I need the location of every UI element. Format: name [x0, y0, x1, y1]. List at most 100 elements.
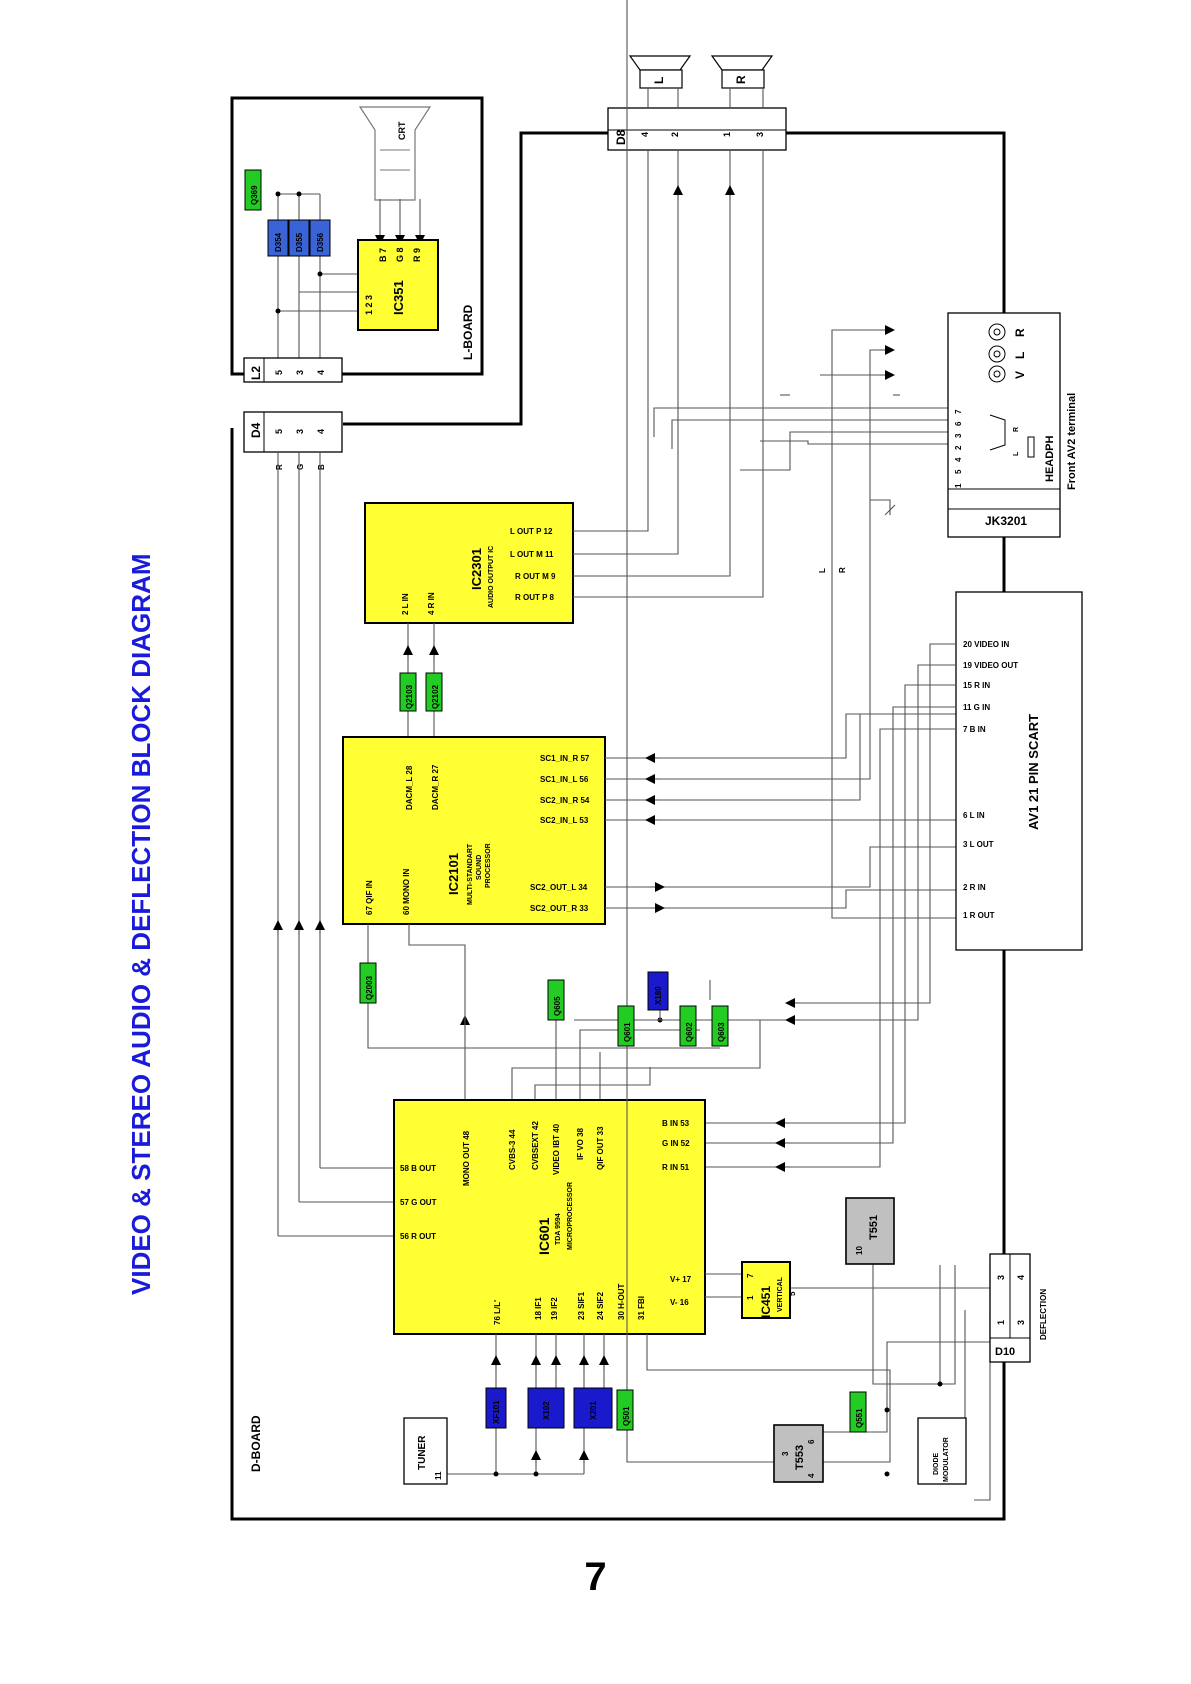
filter-x180: X180: [647, 971, 669, 1011]
scart-pin-19: 19 VIDEO OUT: [963, 661, 1018, 670]
tuner: TUNER 11: [403, 1417, 448, 1485]
ic601-pin-if1: 18 IF1: [534, 1297, 543, 1320]
wire-label-l: L: [818, 568, 827, 573]
jack-l-label: L: [1013, 352, 1027, 359]
ic451-name: IC451: [759, 1286, 773, 1318]
wire-label-r: R: [838, 567, 847, 573]
ic601: IC601 TDA 9594 MICROPROCESSOR 58 B OUT 5…: [393, 1099, 706, 1335]
x201-label: X201: [589, 1401, 598, 1420]
scart-pin-7: 7 B IN: [963, 725, 986, 734]
ic601-pin-vminus: V- 16: [670, 1298, 689, 1307]
diode-d354: D354: [267, 219, 289, 257]
scart-name: AV1 21 PIN SCART: [1026, 714, 1041, 830]
d8-pin-1: 1: [722, 132, 732, 137]
l2-pin-4: 4: [316, 370, 326, 375]
ic601-pin-h-out: 30 H-OUT: [617, 1283, 626, 1320]
d8-pin-4: 4: [640, 132, 650, 137]
ic601-subtitle-1: MICROPROCESSOR: [567, 1182, 574, 1250]
ic2101-pin-dacm-l: DACM_L 28: [405, 765, 414, 810]
tuner-name: TUNER: [417, 1435, 428, 1470]
bottom-wiring: [447, 0, 991, 1501]
diode-modulator-line-1: MODULATOR: [943, 1437, 950, 1482]
ic351-pin-r: R 9: [412, 248, 422, 262]
ic2101-pin-sc1-in-l: SC1_IN_L 56: [540, 775, 589, 784]
connector-d8: D8 4 2 1 3: [607, 107, 787, 151]
jk-pin-3: 3: [954, 433, 963, 438]
q602-label: Q602: [685, 1022, 694, 1042]
crt-label: CRT: [397, 121, 407, 140]
jack-v-label: V: [1013, 371, 1027, 379]
transistor-q369: Q369: [244, 169, 262, 211]
d10-pin-3a: 3: [1016, 1320, 1026, 1325]
l2-name: L2: [249, 366, 263, 380]
ic601-pin-qif-out: QIF OUT 33: [596, 1126, 605, 1170]
scart-pin-2: 2 R IN: [963, 883, 986, 892]
ic601-pin-sif2: 24 SIF2: [596, 1291, 605, 1320]
d354-label: D354: [274, 232, 283, 252]
ic351-pin-b: B 7: [378, 248, 388, 262]
ic351: IC351 1 2 3 B 7 G 8 R 9: [357, 239, 439, 331]
ic2101-pin-dacm-r: DACM_R 27: [431, 764, 440, 810]
ic351-name: IC351: [391, 280, 406, 315]
ic601-name: IC601: [536, 1217, 552, 1255]
ic2301: IC2301 AUDIO OUTPUT IC 2 L IN 4 R IN L O…: [364, 502, 574, 624]
d10-pin-1: 1: [996, 1320, 1006, 1325]
t553-pin-3: 3: [781, 1451, 790, 1456]
jk-pin-5: 5: [954, 469, 963, 474]
d-board-label: D-BOARD: [249, 1415, 263, 1472]
ic2101-subtitle-0: MULTI-STANDART: [467, 843, 474, 905]
d10-label: DEFLECTION: [1039, 1289, 1048, 1340]
d4-pin-5: 5: [274, 429, 284, 434]
ic601-pin-g-in: G IN 52: [662, 1139, 690, 1148]
filter-x102: X102: [527, 1387, 565, 1429]
filter-x201: X201: [573, 1387, 613, 1429]
jk-pin-1: 1: [954, 483, 963, 488]
ic601-pin-vplus: V+ 17: [670, 1275, 692, 1284]
diode-d355: D355: [288, 219, 310, 257]
scart-pin-3: 3 L OUT: [963, 840, 994, 849]
d355-label: D355: [295, 232, 304, 252]
diode-modulator: DIODE MODULATOR: [917, 1417, 967, 1485]
d8-name: D8: [614, 129, 628, 145]
ic2101-subtitle-2: PROCESSOR: [485, 843, 492, 888]
ic2301-in-l: 2 L IN: [401, 593, 410, 615]
l2-pin-5: 5: [274, 370, 284, 375]
scart-pin-6: 6 L IN: [963, 811, 985, 820]
d4-pin-4: 4: [316, 429, 326, 434]
t551: T551 10: [845, 1197, 895, 1265]
ic2301-in-r: 4 R IN: [427, 592, 436, 615]
scart-pin-11: 11 G IN: [963, 703, 990, 712]
ic601-pin-b-out: 58 B OUT: [400, 1164, 436, 1173]
l2-pin-3: 3: [295, 370, 305, 375]
ic451-pin-7: 7: [746, 1273, 755, 1278]
transistor-q2003: Q2003: [359, 962, 377, 1004]
t553-name: T553: [794, 1445, 806, 1470]
ic351-left-pins: 1 2 3: [364, 295, 374, 315]
ic601-pin-fbi: 31 FBI: [637, 1296, 646, 1320]
ic2301-out-2: R OUT M 9: [515, 572, 556, 581]
ic451: IC451 VERTICAL 1 7 5: [741, 1261, 797, 1319]
headph-l: L: [1013, 451, 1020, 456]
ic2101-pin-sc2-in-l: SC2_IN_L 53: [540, 816, 589, 825]
ic2101-pin-qif: 67 QIF IN: [365, 880, 374, 915]
t551-pin: 10: [855, 1246, 864, 1255]
speaker-left-label: L: [652, 77, 666, 84]
jk3201-headph: HEADPH: [1044, 435, 1056, 482]
jk-pin-7: 7: [954, 409, 963, 414]
q2102-label: Q2102: [431, 684, 440, 709]
q603-label: Q603: [717, 1022, 726, 1042]
ic2101-name: IC2101: [446, 853, 461, 895]
crt: CRT: [358, 106, 432, 201]
t553: T553 3 4 6: [773, 1424, 824, 1483]
q605-label: Q605: [553, 996, 562, 1016]
ic601-pin-g-out: 57 G OUT: [400, 1198, 437, 1207]
scart-pin-20: 20 VIDEO IN: [963, 640, 1009, 649]
d8-pin-3: 3: [755, 132, 765, 137]
x102-label: X102: [542, 1401, 551, 1420]
d10-pin-4: 4: [1016, 1275, 1026, 1280]
speaker-left: L: [628, 55, 692, 108]
connector-d10: D10 1 3 3 4 DEFLECTION: [989, 1253, 1048, 1363]
ic2101-subtitle-1: SOUND: [476, 855, 483, 880]
ic2101-pin-sc1-in-r: SC1_IN_R 57: [540, 754, 590, 763]
d4-signal-g: G: [296, 464, 305, 470]
